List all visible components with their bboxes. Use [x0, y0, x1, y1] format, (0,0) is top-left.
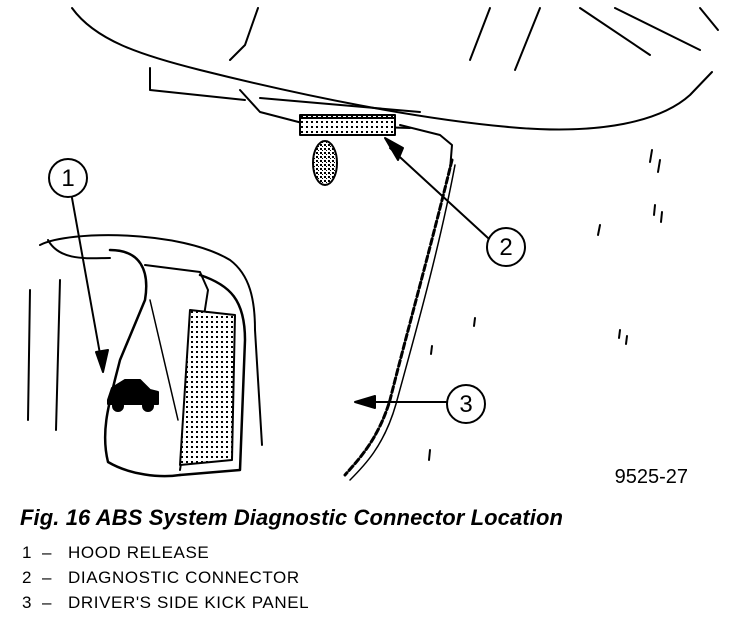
callout-circle-1	[48, 158, 88, 198]
diagram-figure: 1 2 3 9525-27	[27, 7, 719, 488]
legend-number: 2	[22, 568, 33, 587]
callout-label-1: 1	[61, 165, 74, 192]
legend-list: 1–HOOD RELEASE 2–DIAGNOSTIC CONNECTOR 3–…	[22, 540, 309, 615]
figure-caption: Fig. 16 ABS System Diagnostic Connector …	[20, 505, 564, 530]
legend-separator: –	[42, 543, 53, 562]
leader-line-2	[384, 137, 489, 239]
dashboard-drawing	[71, 7, 719, 186]
hood-release-drawing	[27, 234, 263, 478]
kick-panel-drawing	[343, 149, 663, 481]
legend-label: HOOD RELEASE	[68, 543, 210, 562]
callout-circle-2	[486, 227, 526, 267]
legend-number: 3	[22, 593, 33, 612]
callout-label-3: 3	[459, 391, 472, 418]
figure-code: 9525-27	[615, 466, 688, 488]
legend-separator: –	[42, 568, 53, 587]
leader-line-1	[71, 197, 109, 373]
legend-label: DRIVER'S SIDE KICK PANEL	[68, 593, 310, 612]
legend-number: 1	[22, 543, 33, 562]
callout-circle-3	[446, 384, 486, 424]
callout-label-2: 2	[499, 234, 512, 261]
leader-line-3	[354, 395, 447, 409]
legend-separator: –	[42, 593, 53, 612]
legend-item: 2–DIAGNOSTIC CONNECTOR	[22, 565, 309, 590]
legend-label: DIAGNOSTIC CONNECTOR	[68, 568, 300, 587]
legend-item: 1–HOOD RELEASE	[22, 540, 309, 565]
hood-release-car-icon	[107, 379, 159, 412]
legend-item: 3–DRIVER'S SIDE KICK PANEL	[22, 590, 309, 615]
